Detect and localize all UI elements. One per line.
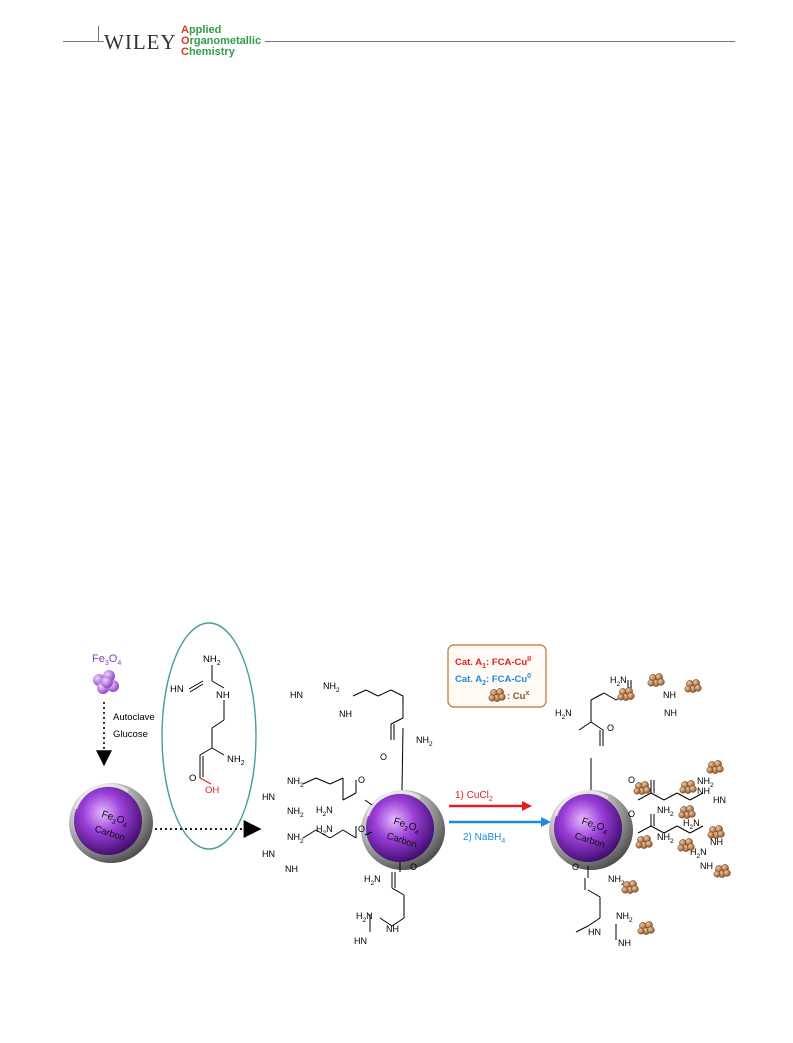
arginine-nh: NH (216, 690, 230, 701)
right-o-2: O (628, 775, 635, 785)
right-nh-7: NH (618, 938, 631, 948)
copper-cluster-icon (635, 835, 653, 849)
right-o-4: O (572, 862, 579, 872)
mid-nh2-5: NH2 (287, 832, 304, 845)
right-nh-6: HN (588, 927, 601, 937)
right-nh-5: NH (700, 861, 713, 871)
copper-cluster-icon (678, 805, 696, 819)
fe3o4-carbon-particle-3: Fe3O4 Carbon (547, 788, 635, 872)
reagent-2-label: 2) NaBH4 (463, 832, 505, 845)
mid-nh-1: NH (339, 709, 352, 719)
right-nh-4: NH (710, 837, 723, 847)
mid-hn-4: HN (354, 936, 367, 946)
fe3o4-label: Fe3O4 (92, 653, 121, 667)
arginine-chains-left (302, 689, 405, 932)
mid-nh-3: NH (386, 924, 399, 934)
header-rule-right (265, 41, 735, 42)
autoclave-label: Autoclave (113, 712, 155, 723)
mid-h2n-1: H2N (316, 805, 333, 818)
mid-nh2-1: NH2 (323, 681, 340, 694)
right-nh2-5: NH2 (616, 911, 633, 924)
right-nh2-2: NH2 (657, 805, 674, 818)
mid-o-2: O (358, 775, 365, 785)
right-hn-1: HN (713, 795, 726, 805)
mid-nh2-3: NH2 (287, 776, 304, 789)
legend-cat-a1: Cat. A1: FCA-CuII (455, 656, 531, 670)
legend-cux: : Cux (507, 690, 529, 702)
copper-cluster-icon (677, 838, 695, 852)
right-o-1: O (607, 723, 614, 733)
mid-nh2-2: NH2 (416, 735, 433, 748)
right-h2n-2: H2N (555, 708, 572, 721)
arginine-hn: HN (170, 684, 184, 695)
right-h2n-4: H2N (690, 847, 707, 860)
page-header: WILEY Applied Organometallic Chemistry (0, 0, 793, 70)
right-h2n-3: H2N (683, 818, 700, 831)
arginine-structure (188, 665, 225, 785)
mid-o-3: O (358, 824, 365, 834)
copper-cluster-icon (621, 880, 639, 894)
mid-hn-2: HN (262, 792, 275, 802)
reagent-1-label: 1) CuCl2 (455, 790, 493, 803)
right-nh-2: NH (664, 708, 677, 718)
copper-cluster-icon (679, 780, 697, 794)
arginine-o: O (189, 773, 196, 784)
glucose-label: Glucose (113, 729, 148, 740)
mid-hn-1: HN (290, 690, 303, 700)
journal-line-3: Chemistry (181, 46, 235, 58)
arginine-nh2-alpha: NH2 (227, 754, 245, 767)
arginine-nh2-top: NH2 (203, 654, 221, 667)
mid-o-1: O (380, 752, 387, 762)
copper-cluster-icon (707, 825, 725, 839)
mid-hn-3: HN (262, 849, 275, 859)
copper-cluster-icon (637, 921, 655, 935)
mid-nh2-6: H2N (356, 911, 373, 924)
fe3o4-carbon-particle-2: Fe3O4 Carbon (359, 788, 447, 872)
copper-cluster-icon (706, 760, 724, 774)
journal-line-2: Organometallic (181, 35, 262, 47)
catalyst-legend-box (447, 644, 547, 708)
copper-cluster-icon (713, 864, 731, 878)
journal-line-1: Applied (181, 24, 222, 36)
mid-h2n-2: H2N (316, 824, 333, 837)
copper-cluster-icon (684, 679, 702, 693)
right-o-3: O (628, 809, 635, 819)
copper-cluster-icon (488, 688, 506, 702)
mid-o-4: O (410, 862, 417, 872)
copper-cluster-icon (617, 687, 635, 701)
right-nh2-4: NH2 (608, 874, 625, 887)
arginine-highlight-ellipse (161, 622, 257, 850)
copper-cluster-icon (647, 673, 665, 687)
fe3o4-nanoparticles-icon (93, 670, 119, 694)
mid-nh2-4: NH2 (287, 806, 304, 819)
right-nh-3: NH (697, 786, 710, 796)
publisher-logo: WILEY (104, 30, 179, 54)
right-nh2-3: NH2 (657, 832, 674, 845)
header-tick (98, 26, 99, 41)
right-h2n-1: H2N (610, 675, 627, 688)
right-nh-1: NH (663, 690, 676, 700)
fe3o4-carbon-particle-1: Fe3O4 Carbon (67, 781, 155, 865)
legend-cat-a2: Cat. A2: FCA-Cu0 (455, 673, 531, 687)
mid-h2n-3: H2N (364, 874, 381, 887)
journal-name: Applied Organometallic Chemistry (181, 24, 265, 58)
header-rule-left (63, 41, 108, 42)
copper-cluster-icon (633, 781, 651, 795)
right-nh2-1: NH2 (697, 776, 714, 789)
mid-nh-2: NH (285, 864, 298, 874)
arginine-oh: OH (205, 785, 219, 796)
